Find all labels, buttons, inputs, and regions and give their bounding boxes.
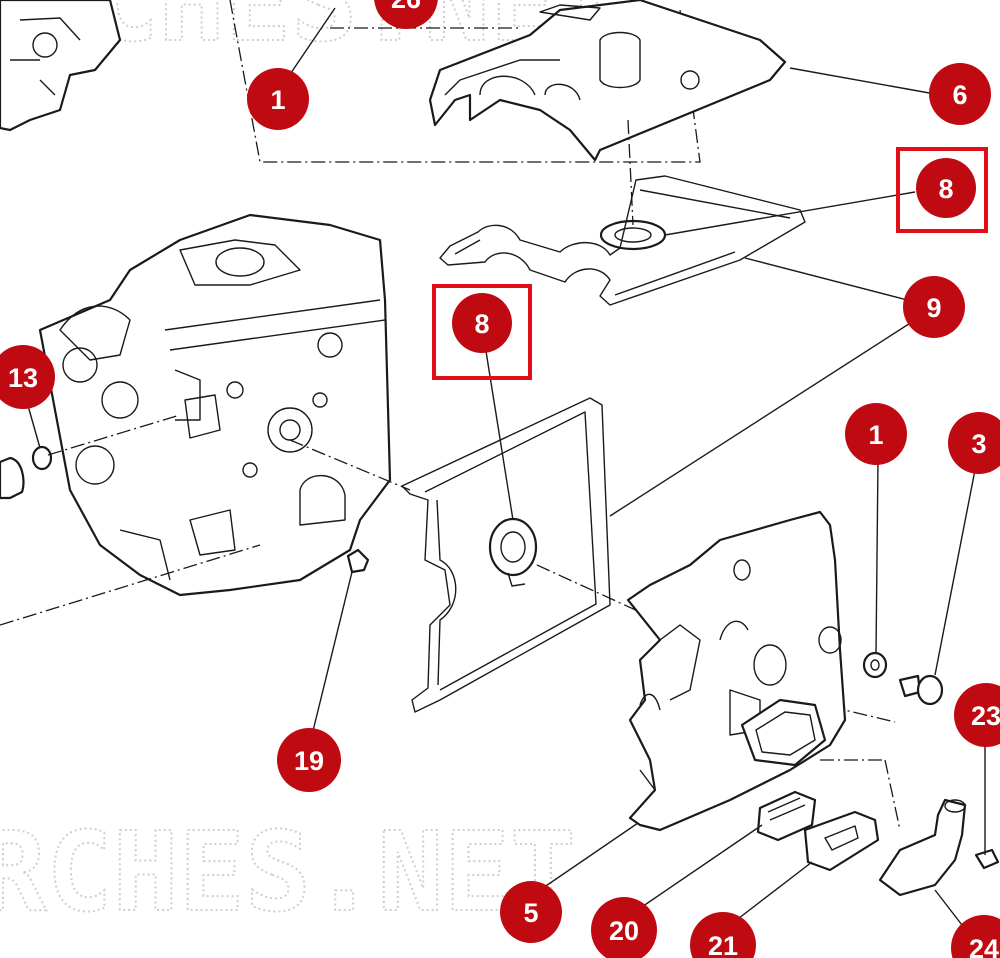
part-6-upper-cam-cover — [428, 0, 787, 162]
callout-1-top[interactable]: 1 — [247, 68, 309, 130]
svg-text:24: 24 — [969, 934, 999, 958]
callout-5[interactable]: 5 — [500, 881, 562, 943]
svg-text:13: 13 — [8, 363, 38, 393]
part-3-bolt — [898, 674, 944, 706]
callout-8-right[interactable]: 8 — [916, 158, 976, 218]
svg-text:21: 21 — [708, 931, 738, 958]
watermark-bottom: RCHES.NET — [0, 808, 576, 936]
callout-23[interactable]: 23 — [954, 683, 1000, 747]
callout-1-right[interactable]: 1 — [845, 403, 907, 465]
svg-text:3: 3 — [971, 429, 986, 459]
callout-9[interactable]: 9 — [903, 276, 965, 338]
part-8-lower-seal-ring — [488, 517, 538, 587]
svg-text:23: 23 — [971, 701, 1000, 731]
callout-21[interactable]: 21 — [690, 912, 756, 958]
callout-3[interactable]: 3 — [948, 412, 1000, 474]
highlight-box-8-left — [432, 284, 532, 380]
svg-text:1: 1 — [270, 85, 285, 115]
callout-20[interactable]: 20 — [591, 897, 657, 958]
svg-text:8: 8 — [938, 174, 953, 204]
callout-6[interactable]: 6 — [929, 63, 991, 125]
part-19-bushing — [346, 548, 370, 574]
svg-text:6: 6 — [952, 80, 967, 110]
part-cylinder-head — [38, 213, 392, 597]
part-9-upper-gasket — [439, 175, 806, 306]
part-23-screw — [974, 848, 1000, 870]
callout-26-top[interactable]: 26 — [374, 0, 438, 29]
svg-text:20: 20 — [609, 916, 639, 946]
part-13-plug-and-oring — [0, 445, 53, 500]
callout-13[interactable]: 13 — [0, 345, 55, 409]
part-1-right-washer — [862, 651, 888, 679]
svg-text:5: 5 — [523, 898, 538, 928]
part-5-lower-cover — [626, 510, 847, 832]
part-24-elbow-fitting — [878, 798, 967, 897]
svg-text:8: 8 — [474, 309, 489, 339]
leader-lines — [24, 7, 986, 939]
callout-24[interactable]: 24 — [951, 915, 1000, 958]
part-21-grommet — [803, 810, 880, 872]
partial-cylinder-head-top-left — [0, 0, 122, 132]
svg-text:26: 26 — [391, 0, 421, 14]
callout-19[interactable]: 19 — [277, 728, 341, 792]
svg-text:1: 1 — [868, 420, 883, 450]
part-9-lower-gasket — [401, 397, 611, 713]
axis-left — [47, 414, 181, 456]
highlight-box-8-right — [896, 147, 988, 233]
svg-text:19: 19 — [294, 746, 324, 776]
part-20-connector — [756, 790, 817, 842]
callout-8-left[interactable]: 8 — [452, 293, 512, 353]
svg-text:9: 9 — [926, 293, 941, 323]
